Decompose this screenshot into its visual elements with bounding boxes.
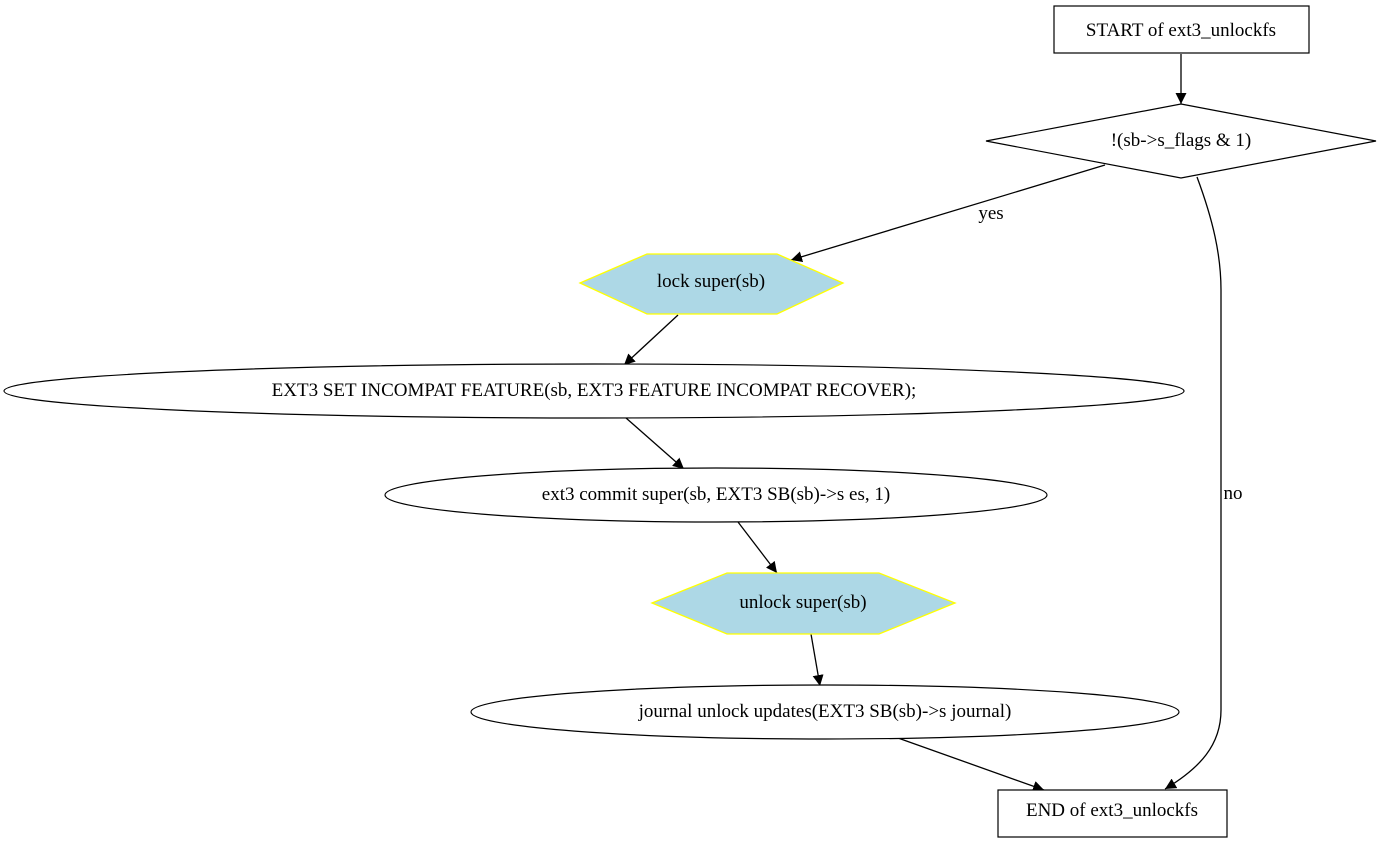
- edge-journal-unlock-to-end: [897, 737, 1045, 792]
- end-node: END of ext3_unlockfs: [997, 789, 1228, 838]
- condition-node: !(sb->s_flags & 1): [985, 103, 1377, 179]
- edge-label-no: no: [1224, 483, 1243, 504]
- end-node-label: END of ext3_unlockfs: [1026, 800, 1198, 821]
- commit-super-node: ext3 commit super(sb, EXT3 SB(sb)->s es,…: [384, 467, 1048, 523]
- edge-commit-super-to-unlock-super: [737, 521, 778, 574]
- journal-unlock-node-label: journal unlock updates(EXT3 SB(sb)->s jo…: [638, 701, 1012, 722]
- edge-condition-to-lock-super-yes: [790, 164, 1106, 263]
- edge-label-yes: yes: [978, 203, 1003, 224]
- unlock-super-node: unlock super(sb): [650, 572, 957, 635]
- commit-super-node-label: ext3 commit super(sb, EXT3 SB(sb)->s es,…: [542, 484, 890, 505]
- edge-condition-to-end-no: [1164, 176, 1222, 790]
- journal-unlock-node: journal unlock updates(EXT3 SB(sb)->s jo…: [470, 684, 1180, 740]
- edge-unlock-super-to-journal-unlock: [810, 633, 824, 687]
- unlock-super-hexagon: [650, 572, 957, 635]
- lock-super-node-label: lock super(sb): [657, 271, 765, 292]
- lock-super-hexagon: [578, 253, 845, 315]
- edge-lock-super-to-set-feature: [623, 314, 679, 366]
- start-node: START of ext3_unlockfs: [1053, 5, 1310, 54]
- set-feature-node: EXT3 SET INCOMPAT FEATURE(sb, EXT3 FEATU…: [3, 363, 1185, 419]
- condition-node-label: !(sb->s_flags & 1): [1111, 130, 1252, 151]
- unlock-super-node-label: unlock super(sb): [739, 592, 866, 613]
- start-node-label: START of ext3_unlockfs: [1086, 20, 1276, 41]
- edge-set-feature-to-commit-super: [625, 417, 685, 470]
- lock-super-node: lock super(sb): [578, 253, 845, 315]
- set-feature-node-label: EXT3 SET INCOMPAT FEATURE(sb, EXT3 FEATU…: [272, 380, 917, 401]
